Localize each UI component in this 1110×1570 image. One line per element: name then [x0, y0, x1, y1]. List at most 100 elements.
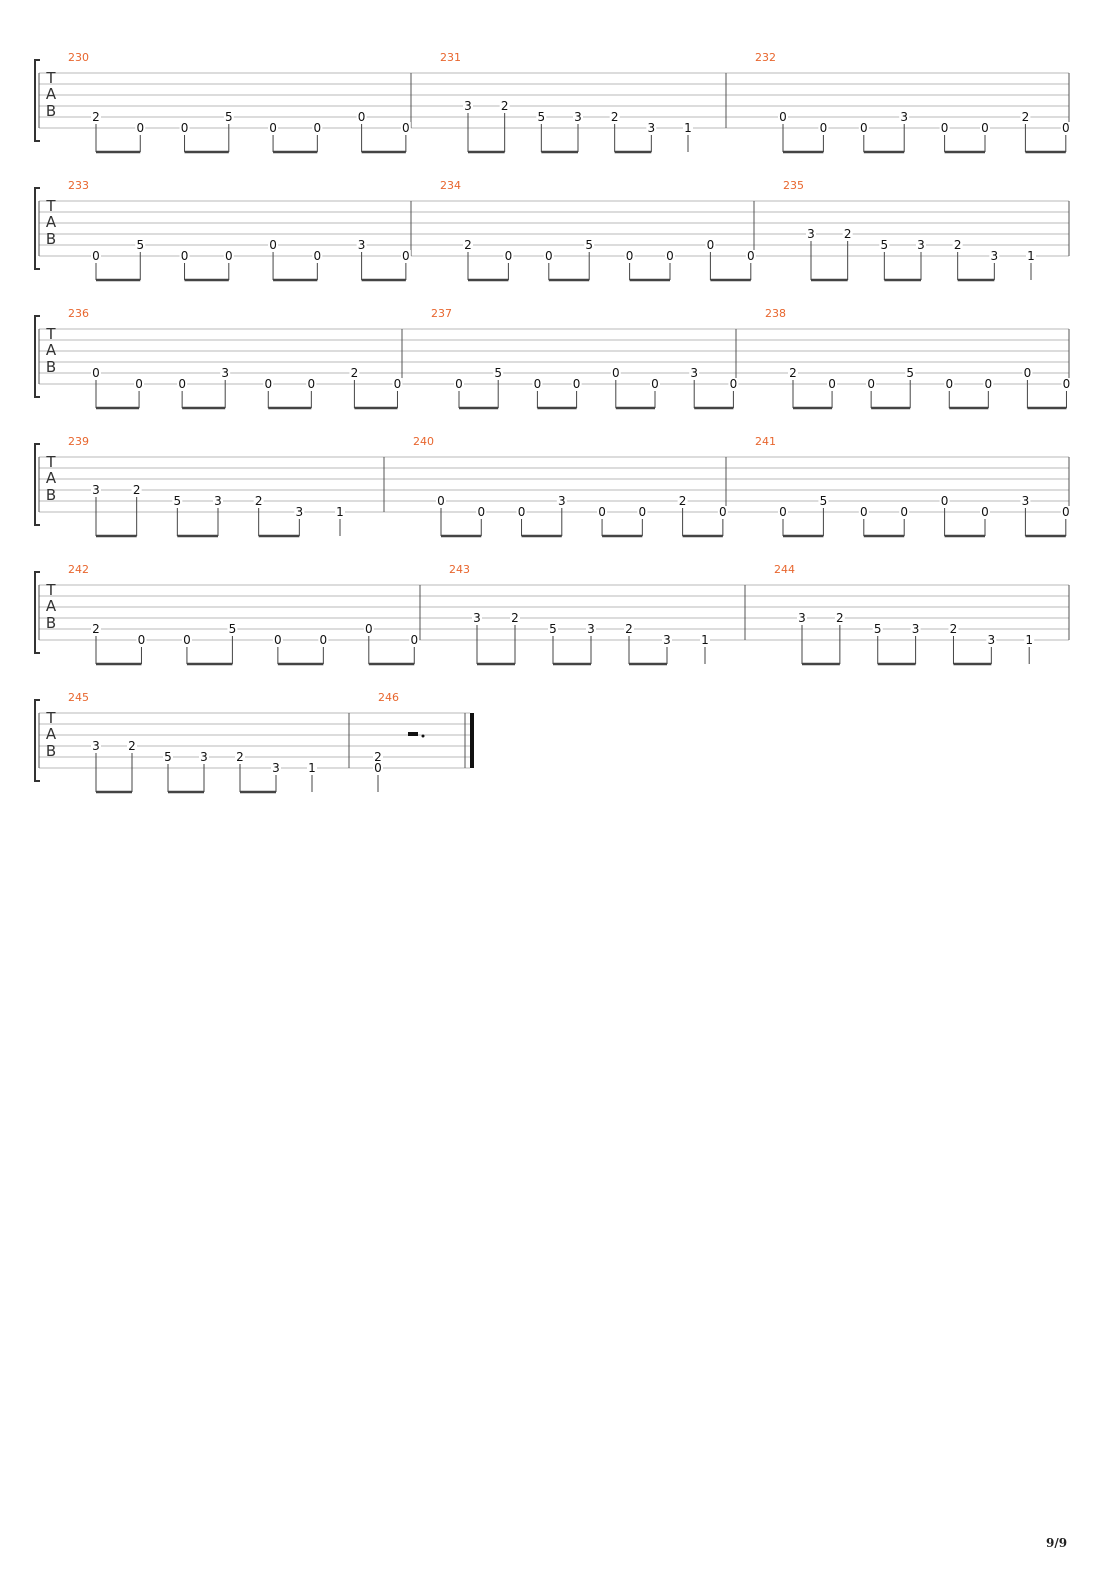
fret-number: 5 [585, 238, 593, 252]
fret-number: 5 [881, 238, 889, 252]
fret-number: 2 [464, 238, 472, 252]
fret-bg [989, 250, 1000, 262]
fret-number: 0 [985, 377, 993, 391]
fret-number: 0 [651, 377, 659, 391]
fret-number: 5 [820, 494, 828, 508]
measure-number: 246 [378, 691, 399, 704]
fret-number: 3 [587, 622, 595, 636]
fret-number: 3 [912, 622, 920, 636]
tab-clef-letter: A [46, 597, 57, 615]
fret-bg [834, 612, 845, 624]
fret-bg [335, 506, 345, 518]
measure-number: 238 [765, 307, 786, 320]
measure-number: 245 [68, 691, 89, 704]
fret-number: 0 [183, 633, 191, 647]
tab-clef-letter: T [45, 325, 56, 343]
fret-bg [306, 378, 317, 390]
fret-number: 5 [136, 238, 144, 252]
fret-bg [499, 100, 510, 112]
fret-number: 3 [988, 633, 996, 647]
fret-bg [476, 506, 487, 518]
fret-number: 0 [820, 121, 828, 135]
measure-number: 230 [68, 51, 89, 64]
measure-number: 237 [431, 307, 452, 320]
fret-bg [548, 623, 558, 635]
fret-number: 1 [336, 505, 344, 519]
fret-number: 0 [505, 249, 513, 263]
fret-bg [131, 484, 142, 496]
fret-bg [571, 378, 582, 390]
fret-number: 2 [844, 227, 852, 241]
fret-number: 0 [860, 121, 868, 135]
rest-dot [421, 734, 425, 738]
fret-bg [172, 495, 183, 507]
fret-number: 2 [501, 99, 509, 113]
fret-bg [271, 762, 281, 774]
fret-number: 2 [511, 611, 519, 625]
fret-number: 2 [1022, 110, 1030, 124]
fret-number: 3 [798, 611, 806, 625]
fret-bg [609, 111, 620, 123]
fret-bg [662, 634, 672, 646]
fret-bg [1020, 495, 1031, 507]
fret-bg [944, 378, 955, 390]
fret-number: 0 [945, 377, 953, 391]
fret-number: 0 [92, 366, 100, 380]
fret-number: 0 [402, 249, 410, 263]
fret-bg [827, 378, 838, 390]
fret-number: 3 [473, 611, 481, 625]
fret-number: 1 [1027, 249, 1035, 263]
fret-number: 0 [828, 377, 836, 391]
fret-bg [866, 378, 877, 390]
fret-bg [778, 506, 788, 518]
fret-bg [986, 634, 997, 646]
fret-number: 0 [981, 121, 989, 135]
fret-number: 0 [269, 238, 277, 252]
fret-number: 0 [1062, 505, 1070, 519]
fret-number: 0 [314, 121, 322, 135]
page-number: 9/9 [1046, 1536, 1068, 1550]
fret-bg [745, 250, 756, 262]
fret-bg [717, 506, 728, 518]
fret-number: 2 [836, 611, 844, 625]
fret-bg [536, 111, 547, 123]
fret-bg [91, 623, 101, 635]
fret-bg [312, 122, 323, 134]
fret-bg [584, 239, 595, 251]
fret-bg [134, 378, 145, 390]
fret-number: 0 [626, 249, 634, 263]
fret-bg [952, 239, 963, 251]
fret-number: 0 [1062, 121, 1070, 135]
fret-number: 2 [950, 622, 958, 636]
fret-number: 5 [494, 366, 502, 380]
fret-number: 0 [269, 121, 277, 135]
system-bracket [34, 443, 40, 526]
fret-number: 0 [941, 121, 949, 135]
half-rest [408, 732, 418, 736]
fret-bg [543, 250, 554, 262]
fret-bg [1061, 378, 1072, 390]
fret-bg [307, 762, 317, 774]
fret-number: 5 [906, 366, 914, 380]
fret-bg [510, 612, 520, 624]
fret-number: 0 [860, 505, 868, 519]
fret-number: 0 [320, 633, 328, 647]
fret-number: 2 [133, 483, 141, 497]
fret-number: 3 [221, 366, 229, 380]
fret-number: 0 [779, 505, 787, 519]
fret-bg [91, 111, 101, 123]
measure-number: 234 [440, 179, 461, 192]
fret-number: 2 [92, 622, 100, 636]
system-bracket [34, 187, 40, 270]
fret-bg [135, 239, 146, 251]
fret-bg [1060, 506, 1071, 518]
fret-bg [318, 634, 329, 646]
fret-number: 0 [178, 377, 186, 391]
fret-number: 3 [574, 110, 582, 124]
fret-bg [899, 111, 910, 123]
fret-number: 0 [545, 249, 553, 263]
fret-number: 2 [611, 110, 619, 124]
fret-bg [177, 378, 188, 390]
